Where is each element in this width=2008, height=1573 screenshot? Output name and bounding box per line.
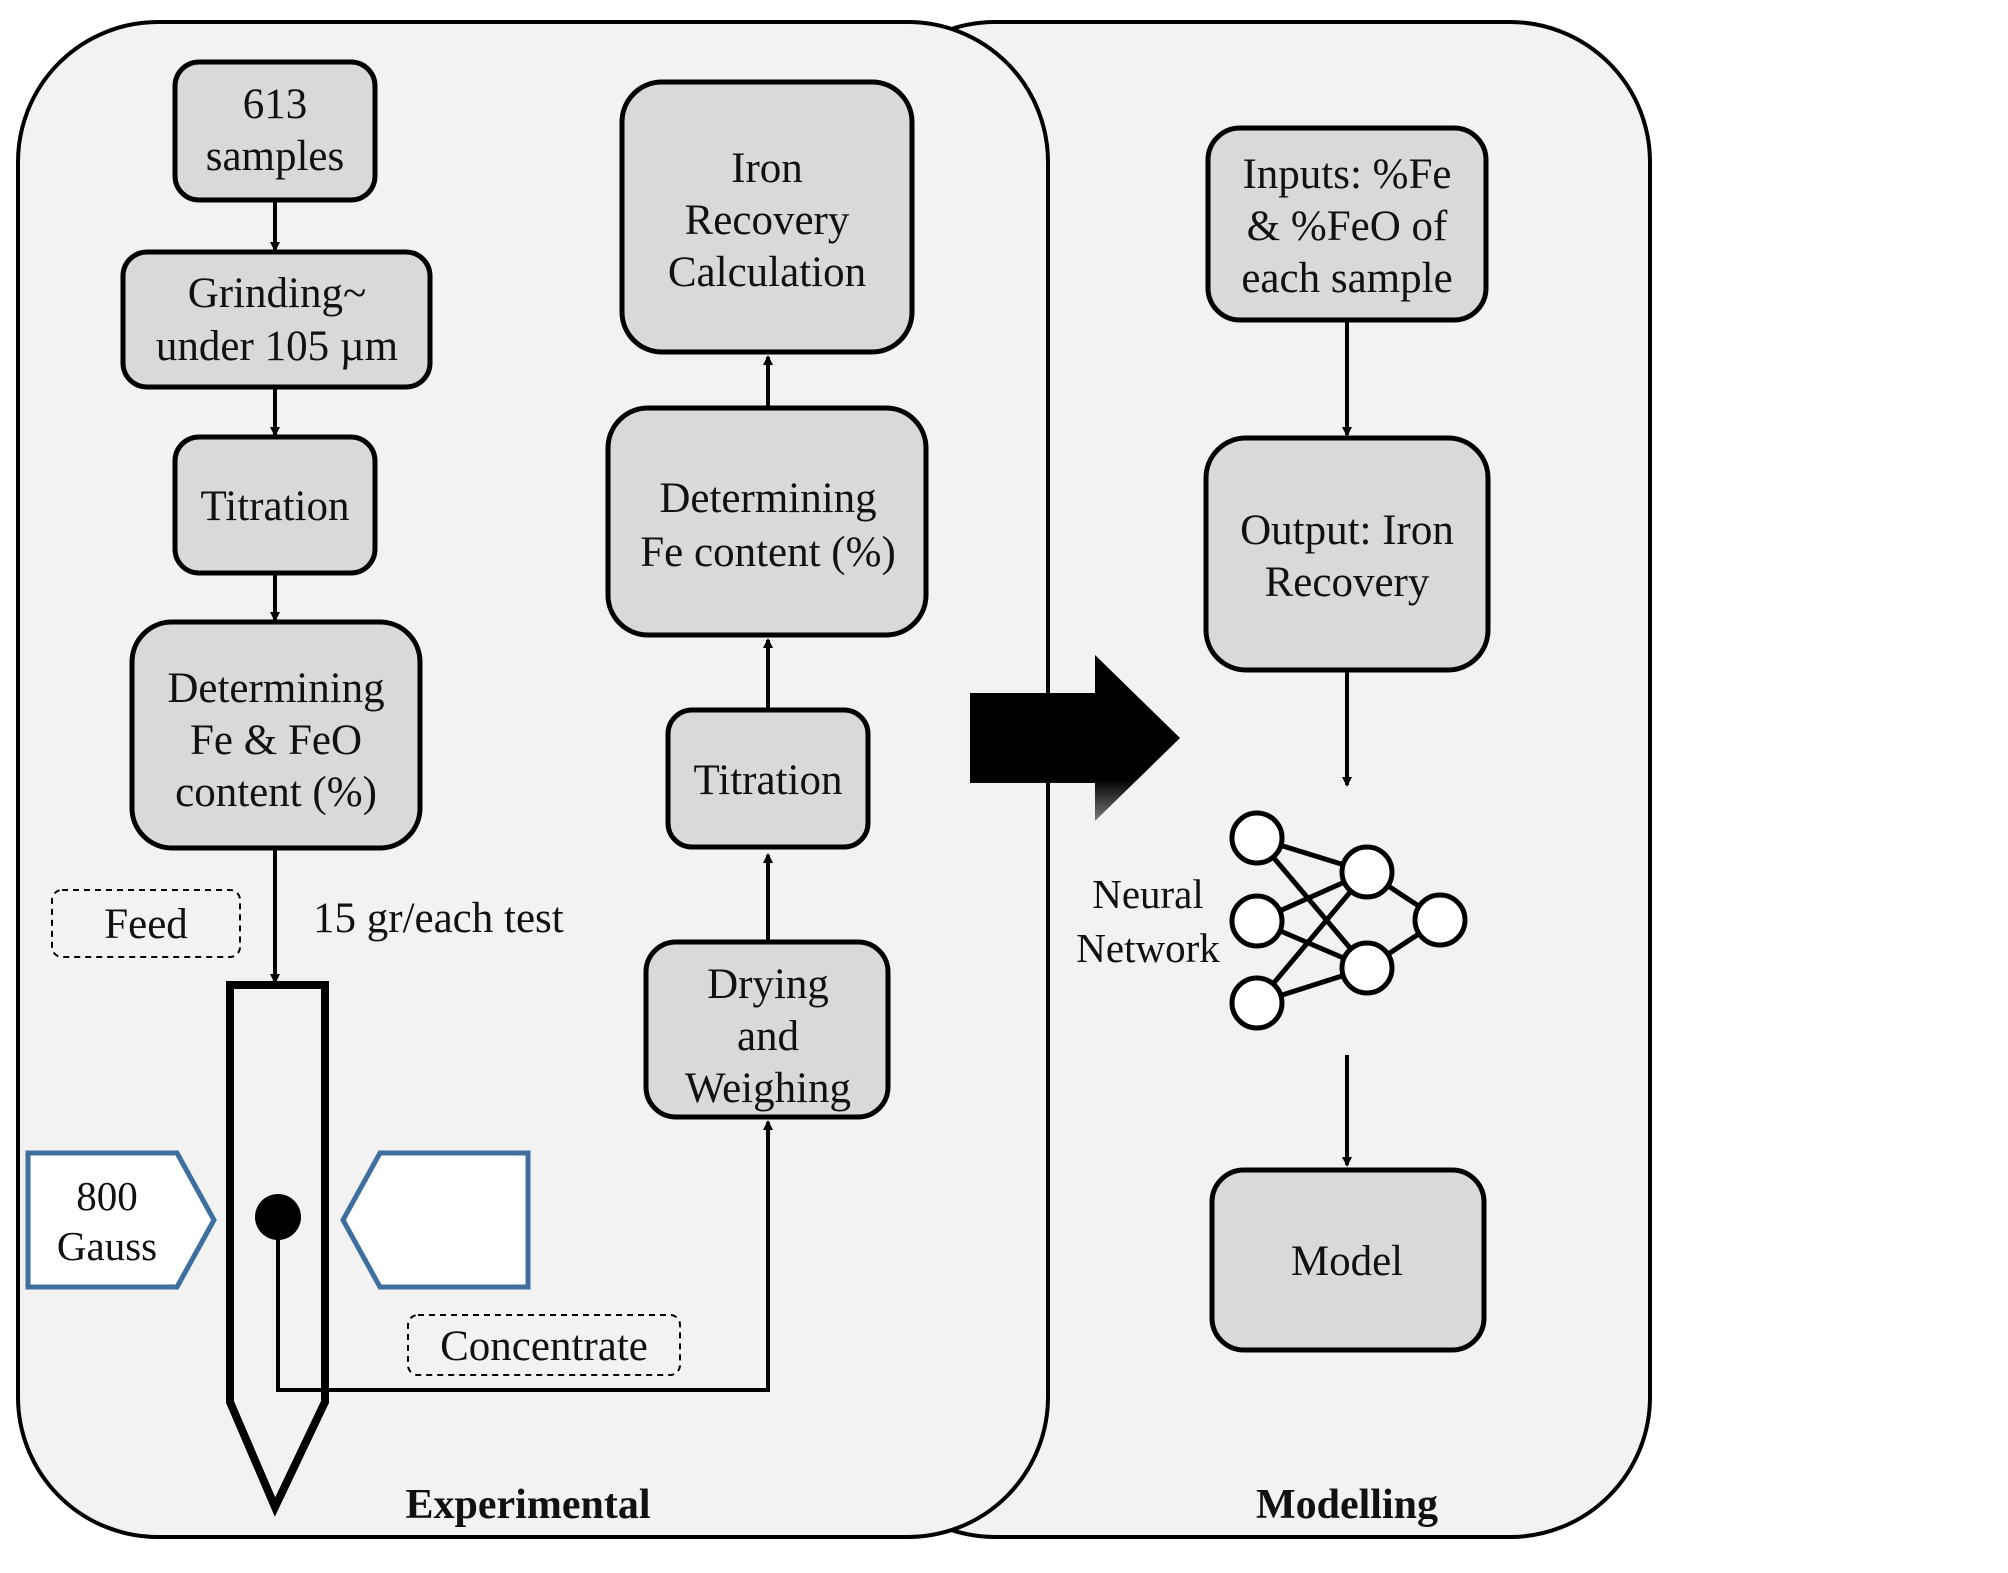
drying-label-line-3: Weighing [685, 1065, 851, 1112]
determining-fe-feo-line-1: Determining [167, 665, 384, 712]
samples-label-line-2: samples [206, 133, 345, 180]
iron-recovery-calc-line-3: Calculation [668, 249, 866, 296]
determining-fe-feo-box [129, 619, 423, 851]
determining-fe-box [605, 405, 929, 638]
inputs-line-1: Inputs: %Fe [1242, 151, 1451, 198]
titration-1-label: Titration [201, 483, 350, 530]
titration-box-1 [172, 434, 378, 576]
concentrate-label-box [407, 1314, 681, 1376]
experimental-panel-title: Experimental [406, 1482, 651, 1528]
model-box [1209, 1167, 1487, 1353]
grinding-label-line-2: under 105 µm [156, 323, 398, 370]
iron-recovery-calculation-box [619, 79, 915, 355]
output-line-1: Output: Iron [1240, 507, 1454, 554]
iron-recovery-calc-line-2: Recovery [685, 197, 850, 244]
modelling-panel-title: Modelling [1256, 1482, 1438, 1528]
samples-box [172, 59, 378, 203]
magnet-left [25, 1150, 217, 1290]
iron-recovery-calc-line-1: Iron [731, 145, 803, 192]
magnetic-separator-tube [226, 981, 329, 1517]
drying-label-line-1: Drying [707, 961, 829, 1008]
magnet-right [340, 1150, 531, 1290]
feed-label-box [51, 889, 241, 958]
determining-fe-feo-line-2: Fe & FeO [190, 717, 362, 764]
determining-fe-line-2: Fe content (%) [640, 529, 896, 576]
model-label: Model [1291, 1238, 1403, 1285]
inputs-line-3: each sample [1241, 255, 1452, 302]
determining-fe-feo-line-3: content (%) [175, 769, 377, 816]
drying-weighing-box [643, 939, 891, 1120]
feed-rate-label: 15 gr/each test [313, 895, 564, 942]
output-box [1203, 435, 1491, 673]
big-transition-arrow [970, 655, 1180, 821]
inputs-line-2: & %FeO of [1247, 203, 1448, 250]
inputs-box [1205, 125, 1489, 323]
magnet-label-line-2: Gauss [57, 1223, 157, 1269]
titration-2-label: Titration [694, 757, 843, 804]
neural-network-icon [1229, 810, 1468, 1031]
neural-network-label-line-2: Network [1076, 925, 1220, 971]
neural-network-label-line-1: Neural [1092, 871, 1204, 917]
grinding-label-line-1: Grinding~ [188, 270, 367, 317]
samples-label-line-1: 613 [243, 81, 308, 128]
drying-label-line-2: and [737, 1013, 799, 1060]
magnet-label-line-1: 800 [76, 1173, 138, 1219]
feed-label: Feed [104, 901, 188, 948]
determining-fe-line-1: Determining [659, 475, 876, 522]
titration-box-2 [665, 707, 871, 850]
grinding-box [120, 249, 433, 390]
output-line-2: Recovery [1265, 559, 1430, 606]
concentrate-path [276, 1120, 773, 1392]
concentrate-label: Concentrate [440, 1323, 648, 1370]
